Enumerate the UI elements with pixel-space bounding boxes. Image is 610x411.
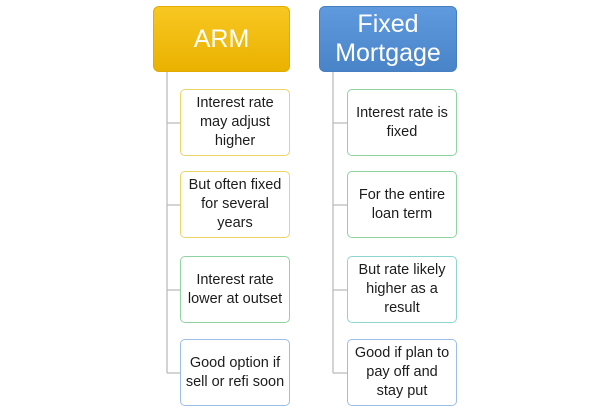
fixed-header: Fixed Mortgage bbox=[319, 6, 457, 72]
arm-connectors bbox=[166, 72, 180, 374]
arm-header: ARM bbox=[153, 6, 290, 72]
fixed-item-3: But rate likely higher as a result bbox=[347, 256, 457, 323]
fixed-item-2-label: For the entire loan term bbox=[358, 186, 446, 222]
arm-item-2: But often fixed for several years bbox=[180, 171, 290, 238]
arm-item-4: Good option if sell or refi soon bbox=[180, 339, 290, 406]
arm-item-2-label: But often fixed for several years bbox=[188, 177, 282, 231]
fixed-connectors bbox=[332, 72, 347, 374]
arm-header-label: ARM bbox=[193, 24, 250, 53]
arm-item-1-label: Interest rate may adjust higher bbox=[196, 95, 274, 149]
fixed-item-1-label: Interest rate is fixed bbox=[356, 104, 448, 140]
fixed-item-1: Interest rate is fixed bbox=[347, 89, 457, 156]
arm-item-1: Interest rate may adjust higher bbox=[180, 89, 290, 156]
arm-item-3: Interest rate lower at outset bbox=[180, 256, 290, 323]
fixed-header-label: Fixed Mortgage bbox=[335, 10, 441, 67]
fixed-item-4-label: Good if plan to pay off and stay put bbox=[354, 345, 450, 399]
arm-item-3-label: Interest rate lower at outset bbox=[187, 271, 283, 307]
fixed-item-3-label: But rate likely higher as a result bbox=[358, 262, 446, 316]
fixed-item-2: For the entire loan term bbox=[347, 171, 457, 238]
arm-item-4-label: Good option if sell or refi soon bbox=[185, 354, 285, 390]
fixed-item-4: Good if plan to pay off and stay put bbox=[347, 339, 457, 406]
